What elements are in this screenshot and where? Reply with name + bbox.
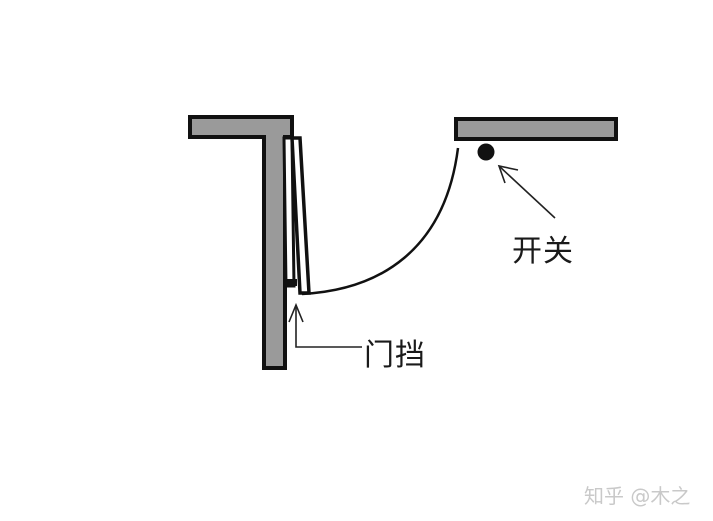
door-swing-arc	[301, 147, 460, 296]
left-wall	[188, 115, 294, 370]
switch-label: 开关	[512, 234, 574, 269]
right-wall	[454, 117, 618, 141]
door-stop-arrow	[288, 302, 362, 348]
switch-icon	[477, 143, 495, 161]
door-stop-label: 门挡	[364, 338, 426, 373]
watermark: 知乎 @木之	[584, 484, 691, 508]
switch-arrow	[497, 164, 556, 219]
door-leaf	[282, 136, 311, 295]
door-stop	[284, 279, 297, 286]
